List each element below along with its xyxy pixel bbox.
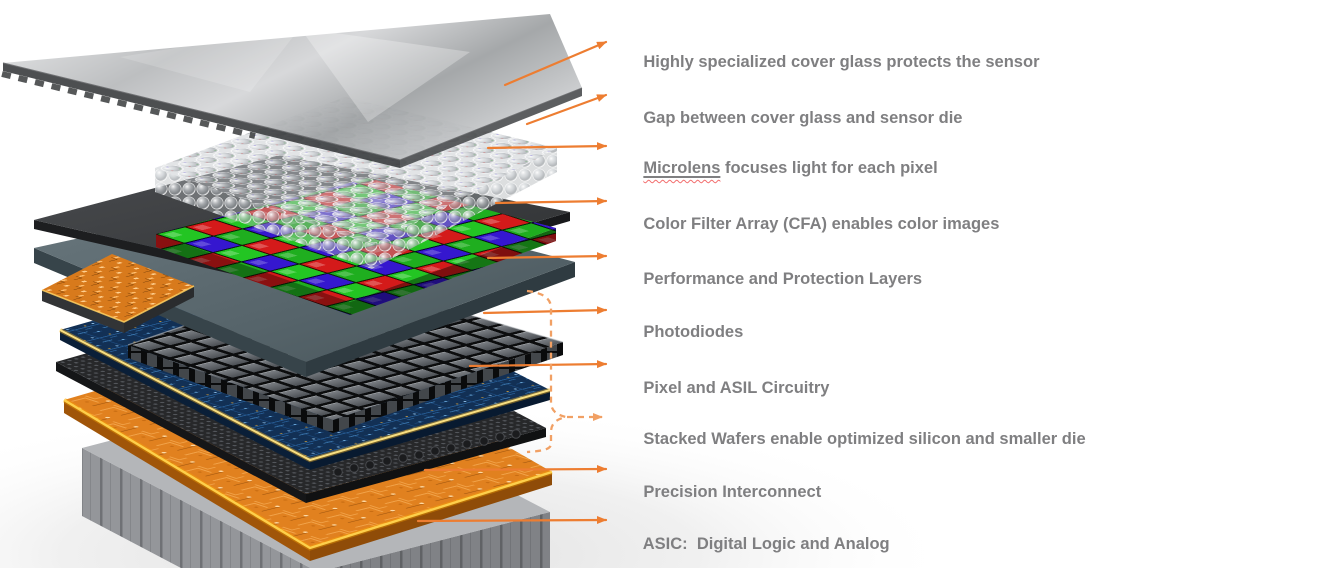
callout-microlens: Microlens focuses light for each pixel [625,135,938,201]
callout-asic-text: ASIC: Digital Logic and Analog [642,535,890,553]
callout-pixel-circuitry: Pixel and ASIL Circuitry [625,355,829,421]
arrow-photodiodes [482,306,608,315]
callout-microlens-word: Microlens [643,159,721,177]
arrow-pixel-circuitry [468,360,608,369]
arrow-cover-glass [503,40,608,87]
callout-performance-text: Performance and Protection Layers [643,270,923,288]
arrow-gap [525,93,608,126]
callout-photodiodes-text: Photodiodes [643,323,744,341]
callout-asic: ASIC: Digital Logic and Analog [625,511,890,568]
callout-cover-glass: Highly specialized cover glass protects … [625,29,1040,95]
arrow-cfa [494,197,608,206]
callout-pixel-circuitry-text: Pixel and ASIL Circuitry [643,379,830,397]
arrow-performance [486,252,608,261]
callout-gap-text: Gap between cover glass and sensor die [643,109,963,127]
callout-precision-interconnect: Precision Interconnect [625,459,821,525]
callout-stacked-wafers: Stacked Wafers enable optimized silicon … [625,406,1086,472]
callout-cfa-text: Color Filter Array (CFA) enables color i… [643,215,1000,233]
leader-arrows [416,40,608,525]
cover-glass-top [3,14,582,160]
misspelled-word-underline: Microlens [643,159,720,177]
callout-microlens-rest: focuses light for each pixel [720,159,938,177]
callout-precision-interconnect-text: Precision Interconnect [643,483,822,501]
arrow-precision-interconnect [423,465,608,474]
cover-glass-layer [1,14,583,168]
callout-performance: Performance and Protection Layers [625,246,922,312]
callout-photodiodes: Photodiodes [625,299,743,365]
arrow-asic [416,516,608,525]
callout-gap: Gap between cover glass and sensor die [625,85,962,151]
callout-cover-glass-text: Highly specialized cover glass protects … [643,53,1040,71]
callout-stacked-wafers-text: Stacked Wafers enable optimized silicon … [643,430,1086,448]
interconnect-bumps [333,429,521,477]
stacked-wafers-brace [526,289,567,454]
pcb-chip-layer [41,254,195,333]
callout-cfa: Color Filter Array (CFA) enables color i… [625,191,999,257]
arrow-microlens [486,142,608,151]
